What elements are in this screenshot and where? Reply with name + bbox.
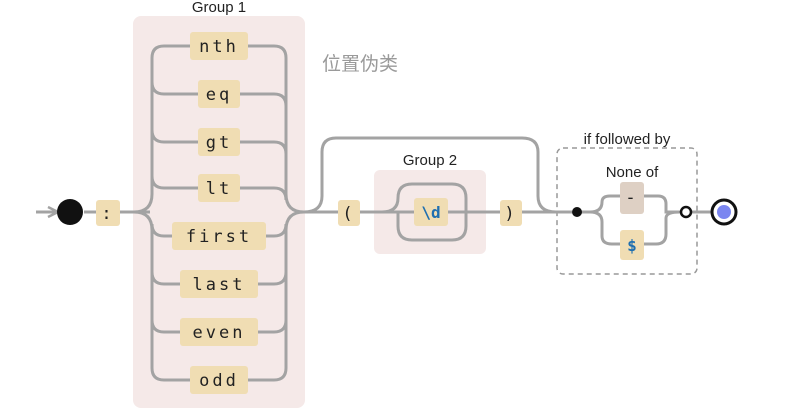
group-1-label: Group 1 — [192, 0, 246, 16]
literal-colon-text: : — [101, 204, 114, 224]
lookahead-label: if followed by — [584, 131, 671, 148]
literal-first-text: first — [186, 227, 252, 247]
literal-first — [172, 222, 266, 250]
literal-even — [180, 318, 258, 346]
literal-gt — [198, 128, 240, 156]
annotation-text: 位置伪类 — [322, 53, 398, 75]
literal-close-paren — [500, 200, 522, 226]
literal-lt — [198, 174, 240, 202]
literal-lt-text: lt — [206, 179, 232, 199]
char-set-dollar — [620, 230, 644, 260]
literal-odd — [190, 366, 248, 394]
char-set-minus-text: - — [625, 188, 638, 208]
literal-open-paren-text: ( — [342, 204, 355, 224]
literal-last — [180, 270, 258, 298]
literal-last-text: last — [193, 275, 246, 295]
group-1-box — [133, 16, 305, 408]
literal-nth-text: nth — [199, 37, 239, 57]
literal-even-text: even — [193, 323, 246, 343]
lookahead-inner-label: None of — [606, 164, 659, 181]
literal-colon — [96, 200, 120, 226]
group-2-label: Group 2 — [403, 152, 457, 169]
literal-open-paren — [338, 200, 360, 226]
char-set-minus — [620, 182, 644, 214]
lookahead-start-dot — [572, 207, 582, 217]
char-set-dollar-text: $ — [627, 236, 637, 255]
digit-class — [414, 198, 448, 226]
literal-gt-text: gt — [206, 133, 232, 153]
literal-eq — [198, 80, 240, 108]
literal-close-paren-text: ) — [504, 204, 517, 224]
end-marker-inner — [717, 205, 731, 219]
literal-eq-text: eq — [206, 85, 232, 105]
literal-nth — [190, 32, 248, 60]
literal-odd-text: odd — [199, 371, 239, 391]
lookahead-end-dot — [679, 205, 693, 219]
digit-class-text: \d — [421, 203, 440, 222]
start-marker — [57, 199, 83, 225]
